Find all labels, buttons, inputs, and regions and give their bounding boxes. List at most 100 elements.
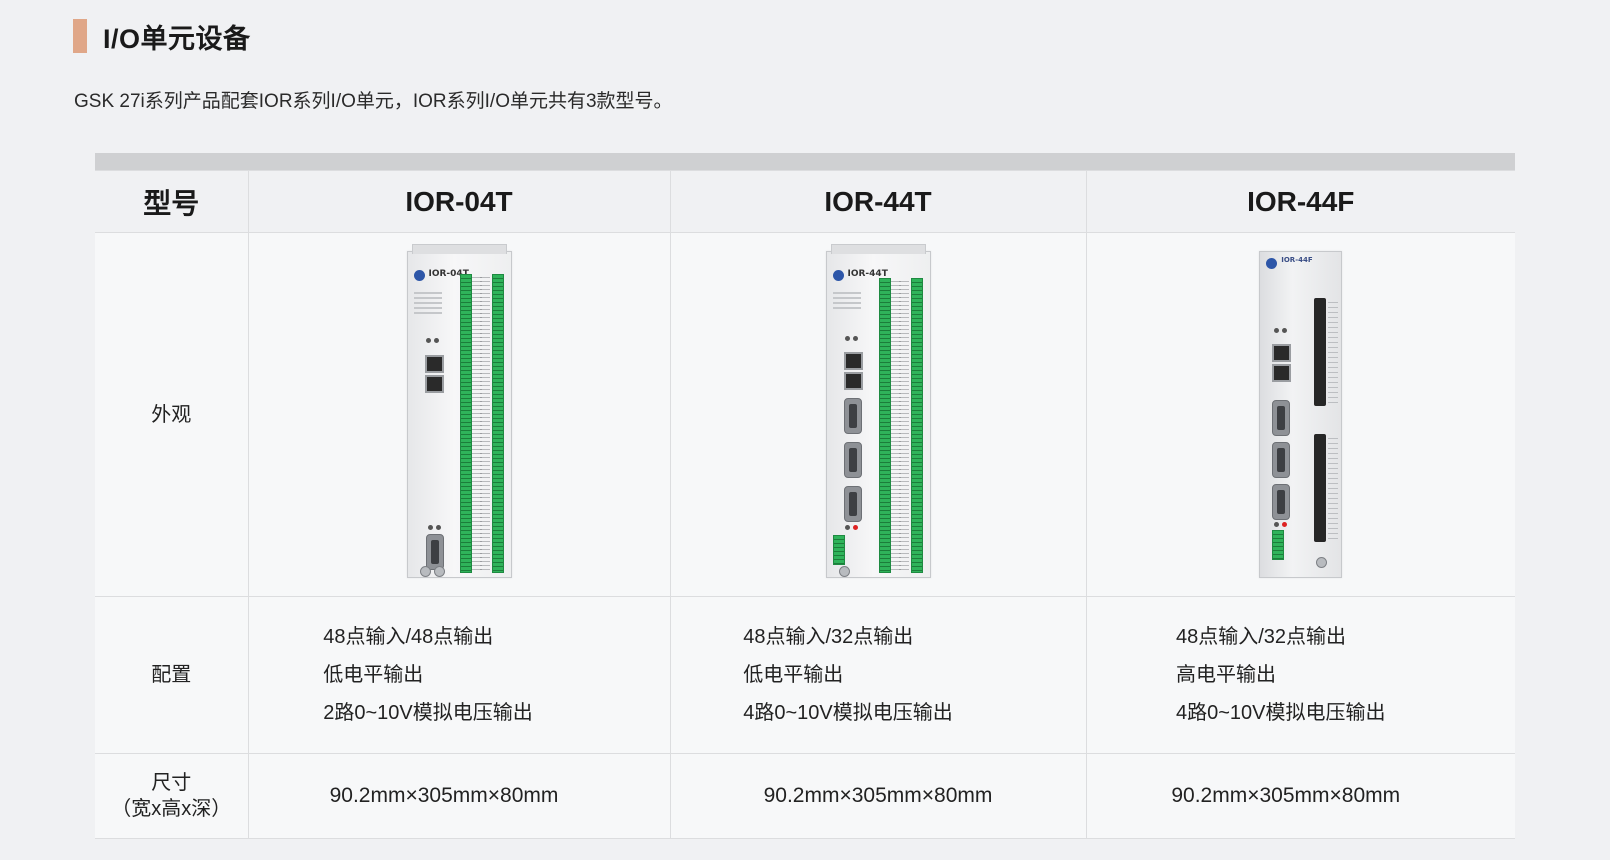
section-title: I/O单元设备 <box>103 23 251 54</box>
config-cell-3: 48点输入/32点输出 高电平输出 4路0~10V模拟电压输出 <box>1085 596 1515 754</box>
vent-slot <box>413 297 442 299</box>
model-name-3: IOR-44F <box>1085 170 1515 233</box>
intro-text: GSK 27i系列产品配套IOR系列I/O单元，IOR系列I/O单元共有3款型号… <box>74 91 673 112</box>
config-line: 2路0~10V模拟电压输出 <box>323 702 533 724</box>
header-row: 型号 IOR-04T IOR-44T IOR-44F <box>95 170 1515 233</box>
alarm-led-icon <box>1282 522 1288 527</box>
ethernet-port-icon <box>1272 344 1292 362</box>
db9-connector-icon <box>843 486 862 522</box>
appearance-cell-1: IOR-04T <box>247 232 671 597</box>
connector-markings <box>1328 298 1339 406</box>
vent-slot <box>832 307 861 309</box>
status-led-icon <box>1274 328 1280 333</box>
terminal-markings <box>479 274 490 571</box>
vent-slot <box>832 292 861 294</box>
ground-screw-icon <box>419 566 431 577</box>
appearance-label: 外观 <box>95 232 249 597</box>
config-line: 48点输入/32点输出 <box>1175 626 1347 648</box>
table-top-bar <box>95 153 1515 170</box>
config-line: 高电平输出 <box>1175 664 1276 686</box>
status-led-icon <box>1282 328 1288 333</box>
idc-connector-icon <box>1314 298 1327 406</box>
terminal-block-icon <box>878 278 891 573</box>
ethernet-port-icon <box>843 352 863 370</box>
brand-logo-icon <box>1266 258 1278 269</box>
ethernet-port-icon <box>1272 364 1292 382</box>
config-list: 48点输入/48点输出 低电平输出 2路0~10V模拟电压输出 <box>323 618 533 732</box>
appearance-row: 外观 IOR-04T <box>95 232 1515 597</box>
config-line: 4路0~10V模拟电压输出 <box>1175 702 1386 724</box>
terminal-markings <box>898 278 909 571</box>
size-label: 尺寸 （宽x高x深） <box>95 753 249 839</box>
config-cell-2: 48点输入/32点输出 低电平输出 4路0~10V模拟电压输出 <box>669 596 1087 754</box>
db9-connector-icon <box>843 442 862 478</box>
vent-slot <box>832 302 861 304</box>
model-name-1: IOR-04T <box>247 170 671 233</box>
terminal-block-icon <box>910 278 923 573</box>
terminal-markings <box>890 278 901 571</box>
vent-slot <box>413 312 442 314</box>
size-cell-1: 90.2mm×305mm×80mm <box>247 753 671 839</box>
run-led-icon <box>427 525 433 530</box>
ground-screw-icon <box>838 566 850 577</box>
mount-bracket <box>830 244 926 254</box>
model-name-2: IOR-44T <box>669 170 1087 233</box>
size-cell-3: 90.2mm×305mm×80mm <box>1085 753 1515 839</box>
terminal-block-icon <box>491 274 504 573</box>
ethernet-port-icon <box>843 372 863 390</box>
vent-slot <box>413 292 442 294</box>
alarm-led-icon <box>435 525 441 530</box>
terminal-block-icon <box>1272 530 1285 560</box>
device-label: IOR-44T <box>847 269 888 279</box>
terminal-block-icon <box>459 274 472 573</box>
terminal-markings <box>471 274 482 571</box>
idc-connector-icon <box>1314 434 1327 542</box>
vent-slot <box>413 307 442 309</box>
device-image-ior-44f: IOR-44F <box>1259 251 1343 578</box>
vent-slot <box>413 302 442 304</box>
appearance-cell-3: IOR-44F <box>1085 232 1515 597</box>
size-row: 尺寸 （宽x高x深） 90.2mm×305mm×80mm 90.2mm×305m… <box>95 753 1515 839</box>
status-led-icon <box>433 338 439 343</box>
db9-connector-icon <box>1272 400 1291 436</box>
ethernet-port-icon <box>424 355 444 373</box>
ground-screw-icon <box>1316 557 1328 568</box>
connector-markings <box>1328 434 1339 542</box>
size-value: 90.2mm×305mm×80mm <box>329 784 559 807</box>
config-row: 配置 48点输入/48点输出 低电平输出 2路0~10V模拟电压输出 48点输入… <box>95 596 1515 754</box>
brand-logo-icon <box>832 270 844 281</box>
size-value: 90.2mm×305mm×80mm <box>1171 784 1401 807</box>
device-image-ior-44t: IOR-44T <box>825 244 931 578</box>
brand-logo-icon <box>413 270 425 281</box>
config-list: 48点输入/32点输出 高电平输出 4路0~10V模拟电压输出 <box>1176 618 1386 732</box>
vent-slot <box>832 297 861 299</box>
ethernet-port-icon <box>424 375 444 393</box>
run-led-icon <box>844 525 850 530</box>
appearance-cell-2: IOR-44T <box>669 232 1087 597</box>
mount-bracket <box>411 244 507 254</box>
db9-connector-icon <box>1272 442 1291 478</box>
config-list: 48点输入/32点输出 低电平输出 4路0~10V模拟电压输出 <box>743 618 953 732</box>
size-label-line2: （宽x高x深） <box>111 798 232 820</box>
ground-screw-icon <box>433 566 445 577</box>
status-led-icon <box>425 338 431 343</box>
config-line: 低电平输出 <box>743 664 844 686</box>
config-line: 48点输入/32点输出 <box>743 626 914 648</box>
run-led-icon <box>1274 522 1280 527</box>
size-value: 90.2mm×305mm×80mm <box>763 784 993 807</box>
config-line: 4路0~10V模拟电压输出 <box>743 702 953 724</box>
section-accent-bar <box>73 19 87 53</box>
config-label: 配置 <box>95 596 249 754</box>
alarm-led-icon <box>852 525 858 530</box>
config-cell-1: 48点输入/48点输出 低电平输出 2路0~10V模拟电压输出 <box>247 596 671 754</box>
config-line: 低电平输出 <box>323 664 424 686</box>
status-led-icon <box>852 336 858 341</box>
device-label: IOR-04T <box>428 269 469 279</box>
status-led-icon <box>844 336 850 341</box>
config-line: 48点输入/48点输出 <box>323 626 494 648</box>
section-header: I/O单元设备 <box>73 18 251 54</box>
device-image-ior-04t: IOR-04T <box>406 244 512 578</box>
device-label: IOR-44F <box>1281 256 1313 264</box>
size-cell-2: 90.2mm×305mm×80mm <box>669 753 1087 839</box>
db9-connector-icon <box>1272 484 1291 520</box>
